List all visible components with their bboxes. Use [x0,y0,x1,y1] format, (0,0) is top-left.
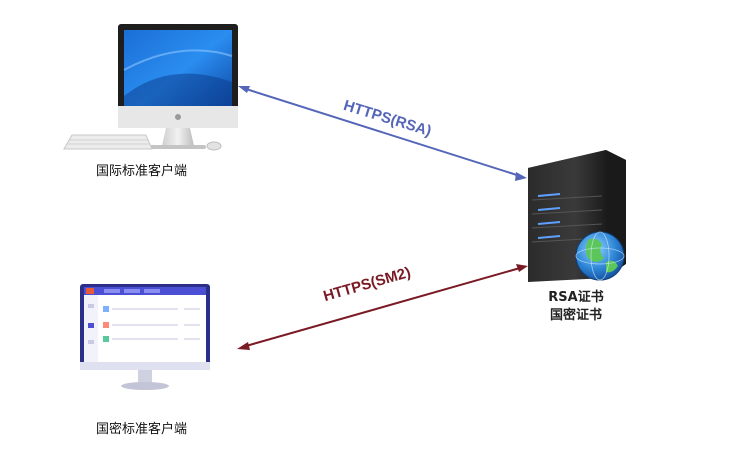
keyboard-icon [63,134,153,150]
server-cert-labels: RSA证书 国密证书 [534,289,618,325]
client-gm-label: 国密标准客户端 [96,422,188,437]
cert-rsa-label: RSA证书 [548,290,604,305]
monitor-app-ui-icon [80,284,210,390]
imac-computer-icon [118,24,238,149]
mouse-icon [206,141,222,151]
edge-https-rsa [238,86,527,181]
edge-https-sm2 [237,264,528,350]
cert-gm-label: 国密证书 [549,308,602,323]
client-standard-label: 国际标准客户端 [96,164,188,179]
globe-icon [575,231,625,281]
